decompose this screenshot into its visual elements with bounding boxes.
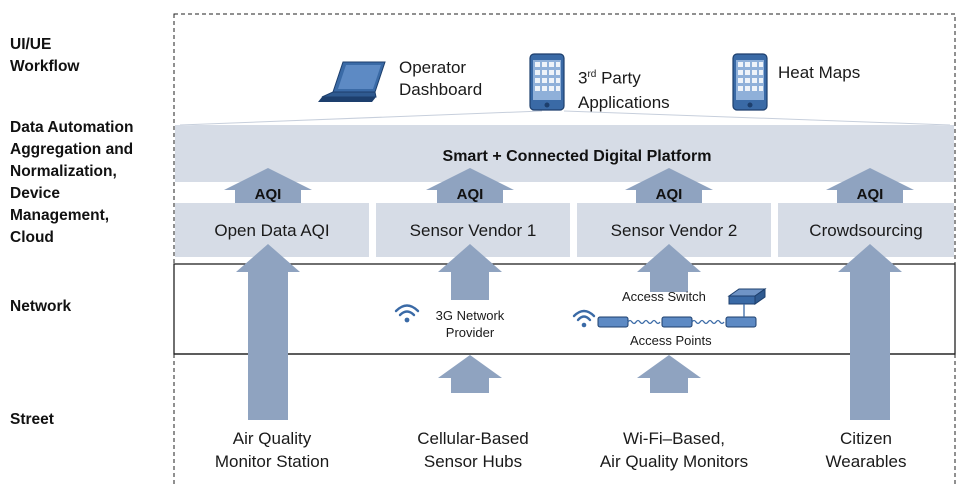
platform-title: Smart + Connected Digital Platform xyxy=(443,148,712,165)
aqi-label-2: AQI xyxy=(457,186,484,203)
layer-street: Street xyxy=(10,411,54,428)
funnel-line-right-shade xyxy=(563,110,951,126)
laptop-icon xyxy=(318,61,386,102)
network-provider-line-1: 3G Network xyxy=(435,308,505,323)
aqi-arrow-1 xyxy=(224,168,312,203)
street-1-line-2: Monitor Station xyxy=(214,452,330,471)
platform-band xyxy=(175,125,954,182)
aqi-arrow-2 xyxy=(426,168,514,203)
source-open-data-label: Open Data AQI xyxy=(214,221,330,240)
layer-data-line-1: Data Automation xyxy=(10,119,134,136)
layer-ui-line-2: Workflow xyxy=(10,58,80,75)
heat-maps-label: Heat Maps xyxy=(778,63,861,82)
aqi-arrows xyxy=(224,168,914,203)
third-party-suffix: Party xyxy=(596,68,641,88)
arrow-cellular-hubs xyxy=(438,355,502,393)
layer-data-line-6: Cloud xyxy=(10,229,54,246)
access-point-1 xyxy=(597,316,629,328)
street-wifi-monitors: Wi-Fi–Based, Air Quality Monitors xyxy=(572,427,776,473)
arrow-wifi-monitors xyxy=(637,355,701,393)
layer-data: Data Automation Aggregation and Normaliz… xyxy=(10,117,133,249)
third-party-prefix: 3 xyxy=(578,68,588,88)
aqi-arrow-4 xyxy=(826,168,914,203)
street-1-line-1: Air Quality xyxy=(232,429,312,448)
wifi-icon-3g xyxy=(394,304,420,323)
third-party-apps-label: 3rd Party Applications xyxy=(578,63,670,115)
layer-data-line-5: Management, xyxy=(10,207,110,224)
third-party-sup: rd xyxy=(587,69,597,80)
smartphone-icon xyxy=(529,53,565,111)
layer-ui-line-1: UI/UE xyxy=(10,36,52,53)
street-4-line-1: Citizen xyxy=(840,429,892,448)
source-vendor-2-label: Sensor Vendor 2 xyxy=(610,221,738,240)
arrow-air-quality-station xyxy=(236,244,300,420)
access-points-label: Access Points xyxy=(630,333,712,348)
heat-map-phone-icon xyxy=(732,53,768,111)
street-to-source-arrows xyxy=(236,244,902,420)
access-points-chain xyxy=(597,304,757,328)
aqi-label-1: AQI xyxy=(255,186,282,203)
aqi-label-3: AQI xyxy=(656,186,683,203)
network-provider-label: 3G Network Provider xyxy=(420,307,520,341)
aqi-label-4: AQI xyxy=(857,186,884,203)
layer-network: Network xyxy=(10,298,72,315)
source-box-vendor-2 xyxy=(577,203,771,257)
source-vendor-1-label: Sensor Vendor 1 xyxy=(409,221,537,240)
street-air-quality-station: Air Quality Monitor Station xyxy=(175,427,369,473)
access-point-2 xyxy=(661,316,693,328)
layer-data-line-2: Aggregation and xyxy=(10,141,134,158)
wifi-icon-access-points xyxy=(572,309,596,328)
mesh-link-1 xyxy=(627,319,661,325)
street-2-line-2: Sensor Hubs xyxy=(423,452,523,471)
street-cellular-hubs: Cellular-Based Sensor Hubs xyxy=(376,427,570,473)
layer-data-line-3: Normalization, xyxy=(10,163,117,180)
source-crowdsourcing-label: Crowdsourcing xyxy=(809,221,923,240)
arrow-vendor-2-network xyxy=(637,244,701,292)
street-2-line-1: Cellular-Based xyxy=(417,429,529,448)
funnel-line-left-shade xyxy=(179,110,543,126)
arrow-vendor-1-network xyxy=(438,244,502,300)
street-4-line-2: Wearables xyxy=(825,452,907,471)
third-party-line-1: 3rd Party xyxy=(578,63,670,91)
operator-line-2: Dashboard xyxy=(399,80,483,99)
operator-dashboard-label: Operator Dashboard xyxy=(399,57,482,101)
network-region xyxy=(173,263,956,355)
third-party-line-2: Applications xyxy=(578,92,670,112)
access-point-3 xyxy=(725,316,757,328)
arrow-citizen-wearables xyxy=(838,244,902,420)
access-switch-icon xyxy=(727,288,767,305)
layer-data-line-4: Device xyxy=(10,185,60,202)
street-citizen-wearables: Citizen Wearables xyxy=(778,427,954,473)
access-switch-label: Access Switch xyxy=(622,289,706,304)
mesh-link-2 xyxy=(691,319,725,325)
network-provider-line-2: Provider xyxy=(445,325,495,340)
street-3-line-1: Wi-Fi–Based, xyxy=(622,429,726,448)
operator-line-1: Operator xyxy=(399,58,467,77)
aqi-arrow-3 xyxy=(625,168,713,203)
layer-ui: UI/UE Workflow xyxy=(10,34,79,78)
street-3-line-2: Air Quality Monitors xyxy=(599,452,749,471)
